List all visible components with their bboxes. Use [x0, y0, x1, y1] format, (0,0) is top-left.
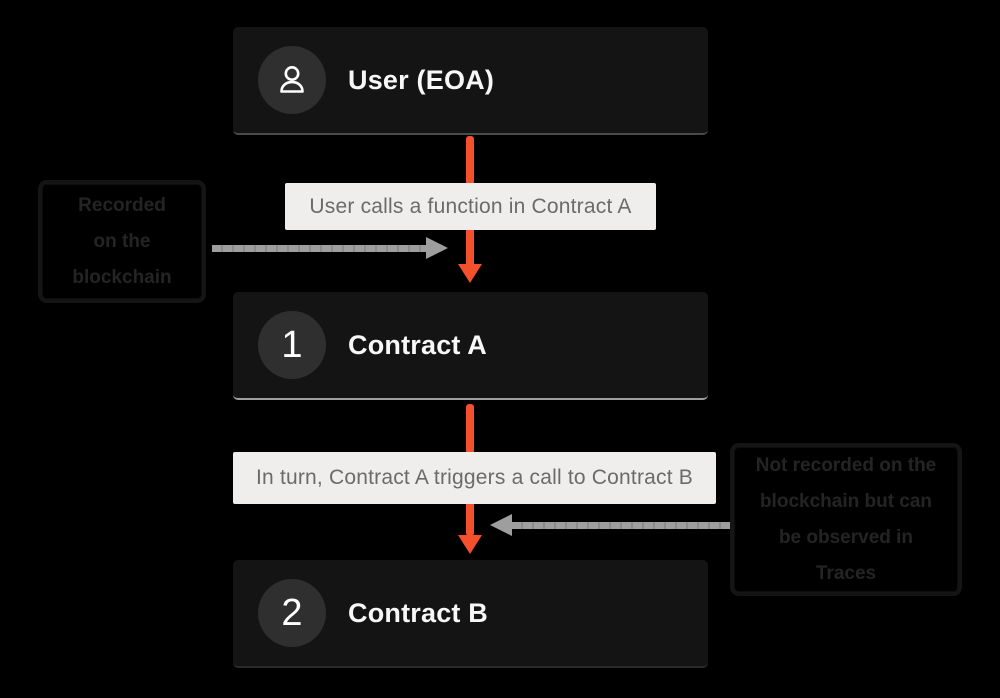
step-number-badge: 1 [258, 311, 326, 379]
node-user-eoa: User (EOA) [233, 27, 708, 135]
user-avatar-badge [258, 46, 326, 114]
node-title-contract-a: Contract A [348, 329, 488, 360]
note-line: blockchain [72, 266, 172, 288]
edge-label-a-triggers-b: In turn, Contract A triggers a call to C… [233, 452, 716, 504]
note-not-recorded-traces: Not recorded on the blockchain but can b… [730, 443, 962, 596]
edge-label-text: In turn, Contract A triggers a call to C… [256, 466, 693, 489]
flow-arrowhead-a-to-b [458, 535, 482, 554]
node-contract-a: 1 Contract A [233, 292, 708, 400]
note-line: Recorded [78, 194, 166, 216]
note-line: blockchain but can [759, 490, 933, 512]
annotation-arrow-right-head [490, 514, 512, 536]
note-line: Not recorded on the [755, 454, 937, 476]
node-contract-b: 2 Contract B [233, 560, 708, 668]
note-line: be observed in [778, 526, 914, 548]
note-recorded-on-blockchain: Recorded on the blockchain [38, 180, 206, 303]
annotation-arrow-left-head [426, 237, 448, 259]
edge-label-text: User calls a function in Contract A [309, 194, 632, 218]
note-line: on the [93, 230, 151, 252]
step-number-badge: 2 [258, 579, 326, 647]
node-title-contract-b: Contract B [348, 597, 489, 628]
node-title-user: User (EOA) [348, 64, 495, 95]
annotation-arrow-right-line [512, 522, 730, 529]
user-icon [274, 62, 310, 98]
note-line: Traces [815, 562, 877, 584]
edge-label-user-calls-a: User calls a function in Contract A [285, 183, 656, 230]
annotation-arrow-left-line [212, 245, 428, 252]
flow-arrowhead-user-to-a [458, 264, 482, 283]
